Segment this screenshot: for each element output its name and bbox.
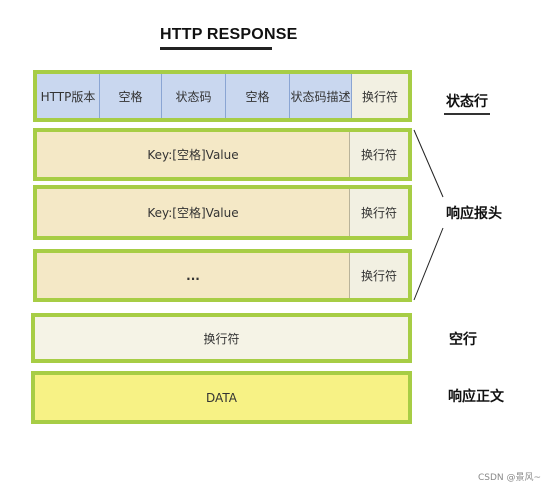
label-status-underline: [444, 113, 490, 115]
status-cell-crlf: 换行符: [352, 74, 408, 118]
status-cell-code: 状态码: [162, 74, 226, 118]
header-row: Key:[空格]Value 换行符: [33, 185, 412, 240]
blank-line-row: 换行符: [31, 313, 412, 363]
header-ellipsis: ...: [37, 253, 350, 298]
status-line-row: HTTP版本 空格 状态码 空格 状态码描述 换行符: [33, 70, 412, 122]
header-crlf: 换行符: [350, 189, 408, 236]
header-row: ... 换行符: [33, 249, 412, 302]
body-data: DATA: [35, 375, 408, 420]
watermark: CSDN @景风~: [478, 473, 542, 483]
status-cell-space-2: 空格: [226, 74, 290, 118]
header-key-value: Key:[空格]Value: [37, 132, 350, 177]
bracket-line-top: [413, 129, 444, 198]
blank-line-crlf: 换行符: [35, 317, 408, 359]
body-row: DATA: [31, 371, 412, 424]
header-key-value: Key:[空格]Value: [37, 189, 350, 236]
status-cell-space-1: 空格: [100, 74, 162, 118]
title-underline: [160, 47, 272, 50]
header-crlf: 换行符: [350, 253, 408, 298]
label-response-headers: 响应报头: [446, 206, 502, 222]
diagram-title: HTTP RESPONSE: [160, 26, 298, 43]
bracket-line-bottom: [413, 227, 444, 301]
status-cell-version: HTTP版本: [37, 74, 100, 118]
label-blank-line: 空行: [449, 332, 477, 348]
header-row: Key:[空格]Value 换行符: [33, 128, 412, 181]
label-status-line: 状态行: [446, 94, 488, 110]
label-response-body: 响应正文: [448, 389, 504, 405]
status-cell-description: 状态码描述: [290, 74, 352, 118]
header-crlf: 换行符: [350, 132, 408, 177]
